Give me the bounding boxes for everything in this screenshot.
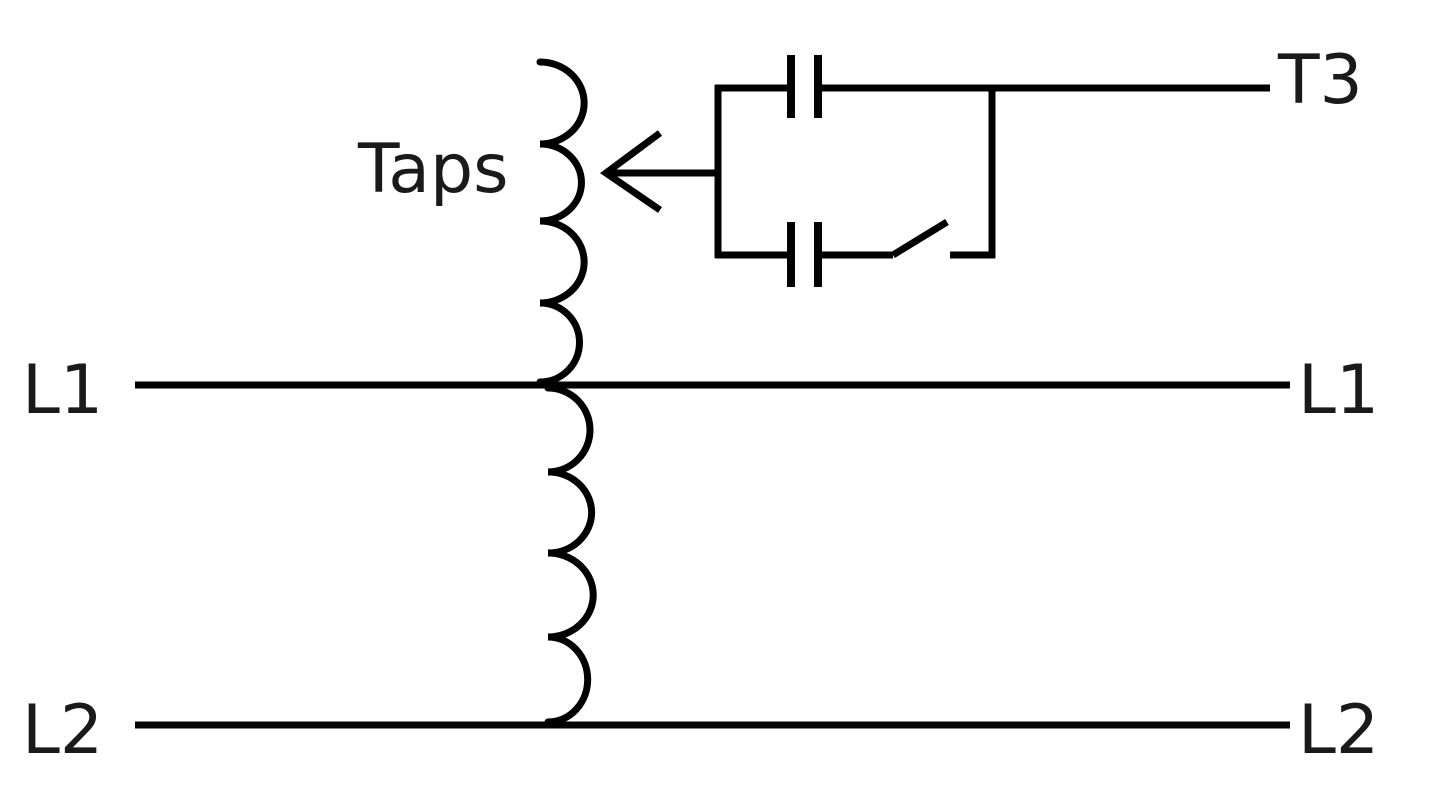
label-l1-left: L1	[22, 351, 103, 430]
label-t3: T3	[1277, 41, 1363, 120]
label-l2-right: L2	[1298, 691, 1379, 770]
label-taps: Taps	[357, 130, 509, 209]
label-l1-right: L1	[1298, 351, 1379, 430]
switch-blade	[891, 219, 949, 258]
label-l2-left: L2	[22, 691, 103, 770]
tap-arrow-head	[599, 130, 663, 213]
upper-winding-coil	[536, 58, 588, 386]
lower-winding-coil	[544, 384, 597, 726]
